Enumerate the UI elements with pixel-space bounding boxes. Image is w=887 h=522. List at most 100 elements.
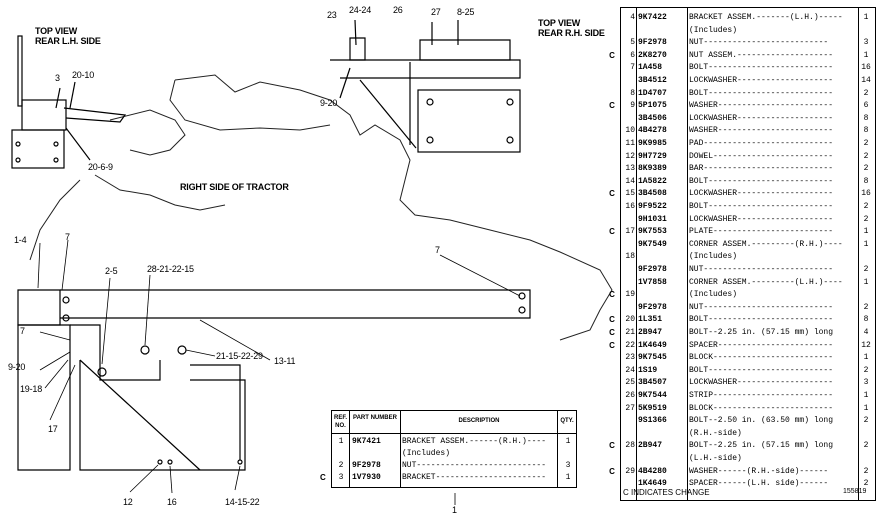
ref-number: 21 — [625, 328, 635, 337]
part-number: 9K7545 — [638, 353, 667, 363]
quantity: 8 — [863, 315, 869, 325]
part-number: 1A5822 — [638, 176, 667, 186]
part-number: 9K7549 — [638, 239, 667, 249]
description: BOLT-------------------------- — [689, 365, 834, 375]
description: NUT--------------------------- — [689, 265, 834, 274]
callout: 20-6-9 — [88, 162, 113, 172]
part-number: 5K9519 — [638, 403, 667, 413]
description: LOCKWASHER-------------------- — [689, 76, 834, 85]
ref-number: 2 — [338, 461, 344, 470]
change-marker: C — [609, 50, 615, 60]
change-legend: C INDICATES CHANGE — [623, 488, 710, 497]
ref-number: 3 — [338, 473, 344, 482]
description: BAR--------------------------- — [689, 164, 834, 174]
description: (L.H.-side) — [689, 454, 742, 463]
view-caption-line: TOP VIEW — [35, 26, 78, 36]
ref-number: 17 — [625, 227, 635, 237]
ref-number: 24 — [625, 365, 635, 375]
quantity: 1 — [565, 437, 571, 446]
description: BOLT--2.50 in. (63.50 mm) long — [689, 416, 834, 426]
part-number: 8K9389 — [638, 164, 667, 174]
part-number: 1V7858 — [638, 277, 667, 287]
quantity: 16 — [861, 189, 871, 199]
callout: 7 — [65, 232, 70, 242]
quantity: 2 — [863, 466, 869, 476]
quantity: 8 — [863, 126, 869, 136]
change-marker: C — [609, 189, 615, 199]
description: (Includes) — [689, 290, 738, 300]
description: PLATE------------------------- — [689, 227, 834, 237]
part-number: 9K7544 — [638, 391, 667, 400]
change-marker: C — [609, 101, 615, 111]
quantity: 2 — [863, 88, 869, 98]
change-marker: C — [609, 328, 615, 337]
view-caption-left: TOP VIEW REAR L.H. SIDE — [35, 26, 101, 46]
callout: 7 — [435, 245, 440, 255]
tractor-outline — [29, 74, 613, 341]
description: WASHER------------------------ — [689, 126, 834, 136]
description: BRACKET----------------------- — [402, 473, 547, 482]
description: BOLT--2.25 in. (57.15 mm) long — [689, 328, 834, 337]
part-number: 3B4507 — [638, 378, 667, 388]
quantity: 2 — [863, 151, 869, 161]
table-row: (Includes) — [332, 448, 576, 460]
ref-number: 22 — [625, 340, 635, 350]
callout: 12 — [123, 497, 133, 507]
description: DOWEL------------------------- — [689, 151, 834, 161]
callout: 23 — [327, 10, 337, 20]
part-number: 4B4278 — [638, 126, 667, 136]
part-number: 1K4649 — [638, 479, 667, 489]
quantity: 16 — [861, 63, 871, 73]
callout: 14-15-22 — [225, 497, 260, 507]
ref-number: 12 — [625, 151, 635, 161]
table-row: (Includes) — [621, 25, 875, 37]
callout: 2-5 — [105, 266, 118, 276]
change-marker: C — [609, 227, 615, 237]
description: BOLT--2.25 in. (57.15 mm) long — [689, 441, 834, 451]
view-caption-line: REAR L.H. SIDE — [35, 36, 101, 46]
description: SPACER------(L.H. side)------ — [689, 479, 829, 489]
quantity: 2 — [863, 139, 869, 148]
callout: 8-25 — [457, 7, 475, 17]
description: WASHER------------------------ — [689, 101, 834, 111]
view-caption-side: RIGHT SIDE OF TRACTOR — [180, 182, 289, 192]
callout: 21-15-22-29 — [216, 351, 263, 361]
callout: 27 — [431, 7, 441, 17]
quantity: 1 — [863, 239, 869, 249]
quantity: 12 — [861, 340, 871, 350]
description: STRIP------------------------- — [689, 391, 834, 400]
part-number: 2K8270 — [638, 50, 667, 60]
part-number: 3B4506 — [638, 113, 667, 123]
callout: 24-24 — [349, 5, 372, 15]
header-ref: REF. NO. — [333, 415, 347, 429]
change-marker: C — [609, 340, 615, 350]
part-number: 9K7422 — [638, 13, 667, 22]
part-number: 1D4707 — [638, 88, 667, 98]
ref-number: 15 — [625, 189, 635, 199]
quantity: 2 — [863, 164, 869, 174]
part-number: 9K9985 — [638, 139, 667, 148]
part-number: 9F2978 — [352, 461, 381, 470]
ref-number: 7 — [630, 63, 635, 73]
callout: 9-20 — [8, 362, 26, 372]
part-number: 1K4649 — [638, 340, 667, 350]
quantity: 3 — [863, 38, 869, 48]
ref-number: 20 — [625, 315, 635, 325]
quantity: 2 — [863, 416, 869, 426]
description: BOLT-------------------------- — [689, 315, 834, 325]
quantity: 2 — [863, 302, 869, 312]
ref-number: 8 — [630, 88, 635, 98]
